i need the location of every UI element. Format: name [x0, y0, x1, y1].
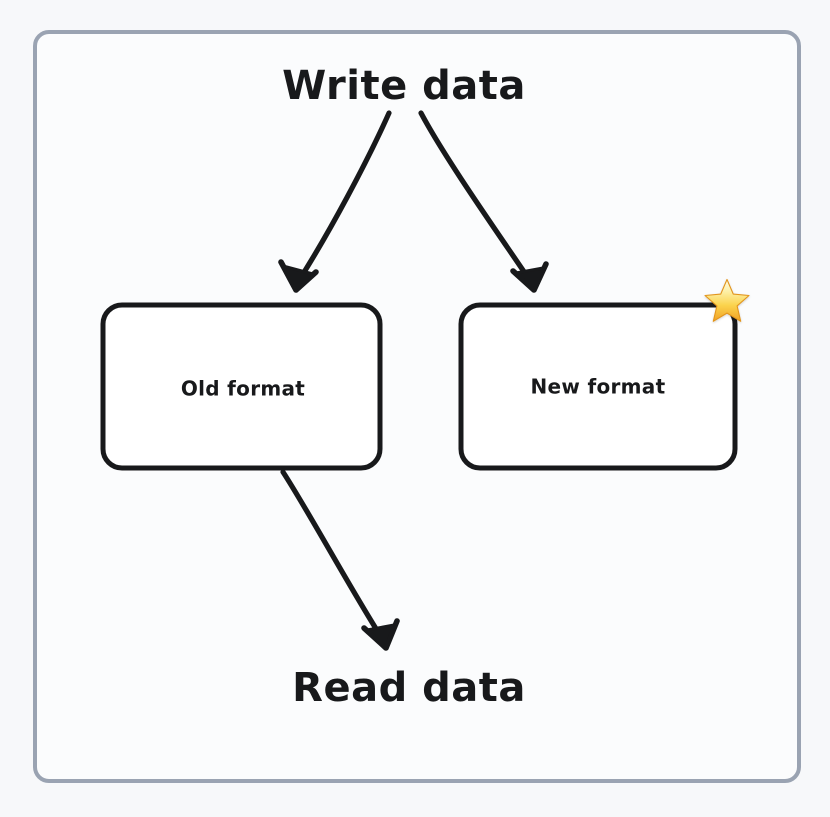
- write-data-label: Write data: [282, 63, 526, 109]
- old-format-label: Old format: [181, 377, 305, 401]
- new-format-box[interactable]: [458, 302, 738, 471]
- star-icon: [704, 278, 750, 322]
- diagram-frame: [33, 30, 801, 783]
- arrow-write-to-old-format: [278, 110, 392, 293]
- arrow-write-to-new-format: [418, 110, 549, 293]
- node-old-format[interactable]: Old format: [100, 302, 383, 471]
- read-data-label: Read data: [292, 665, 526, 711]
- node-new-format[interactable]: New format: [458, 302, 738, 471]
- arrow-old-format-to-read-data: [280, 469, 400, 651]
- new-format-label: New format: [531, 375, 666, 399]
- old-format-box[interactable]: [100, 302, 383, 471]
